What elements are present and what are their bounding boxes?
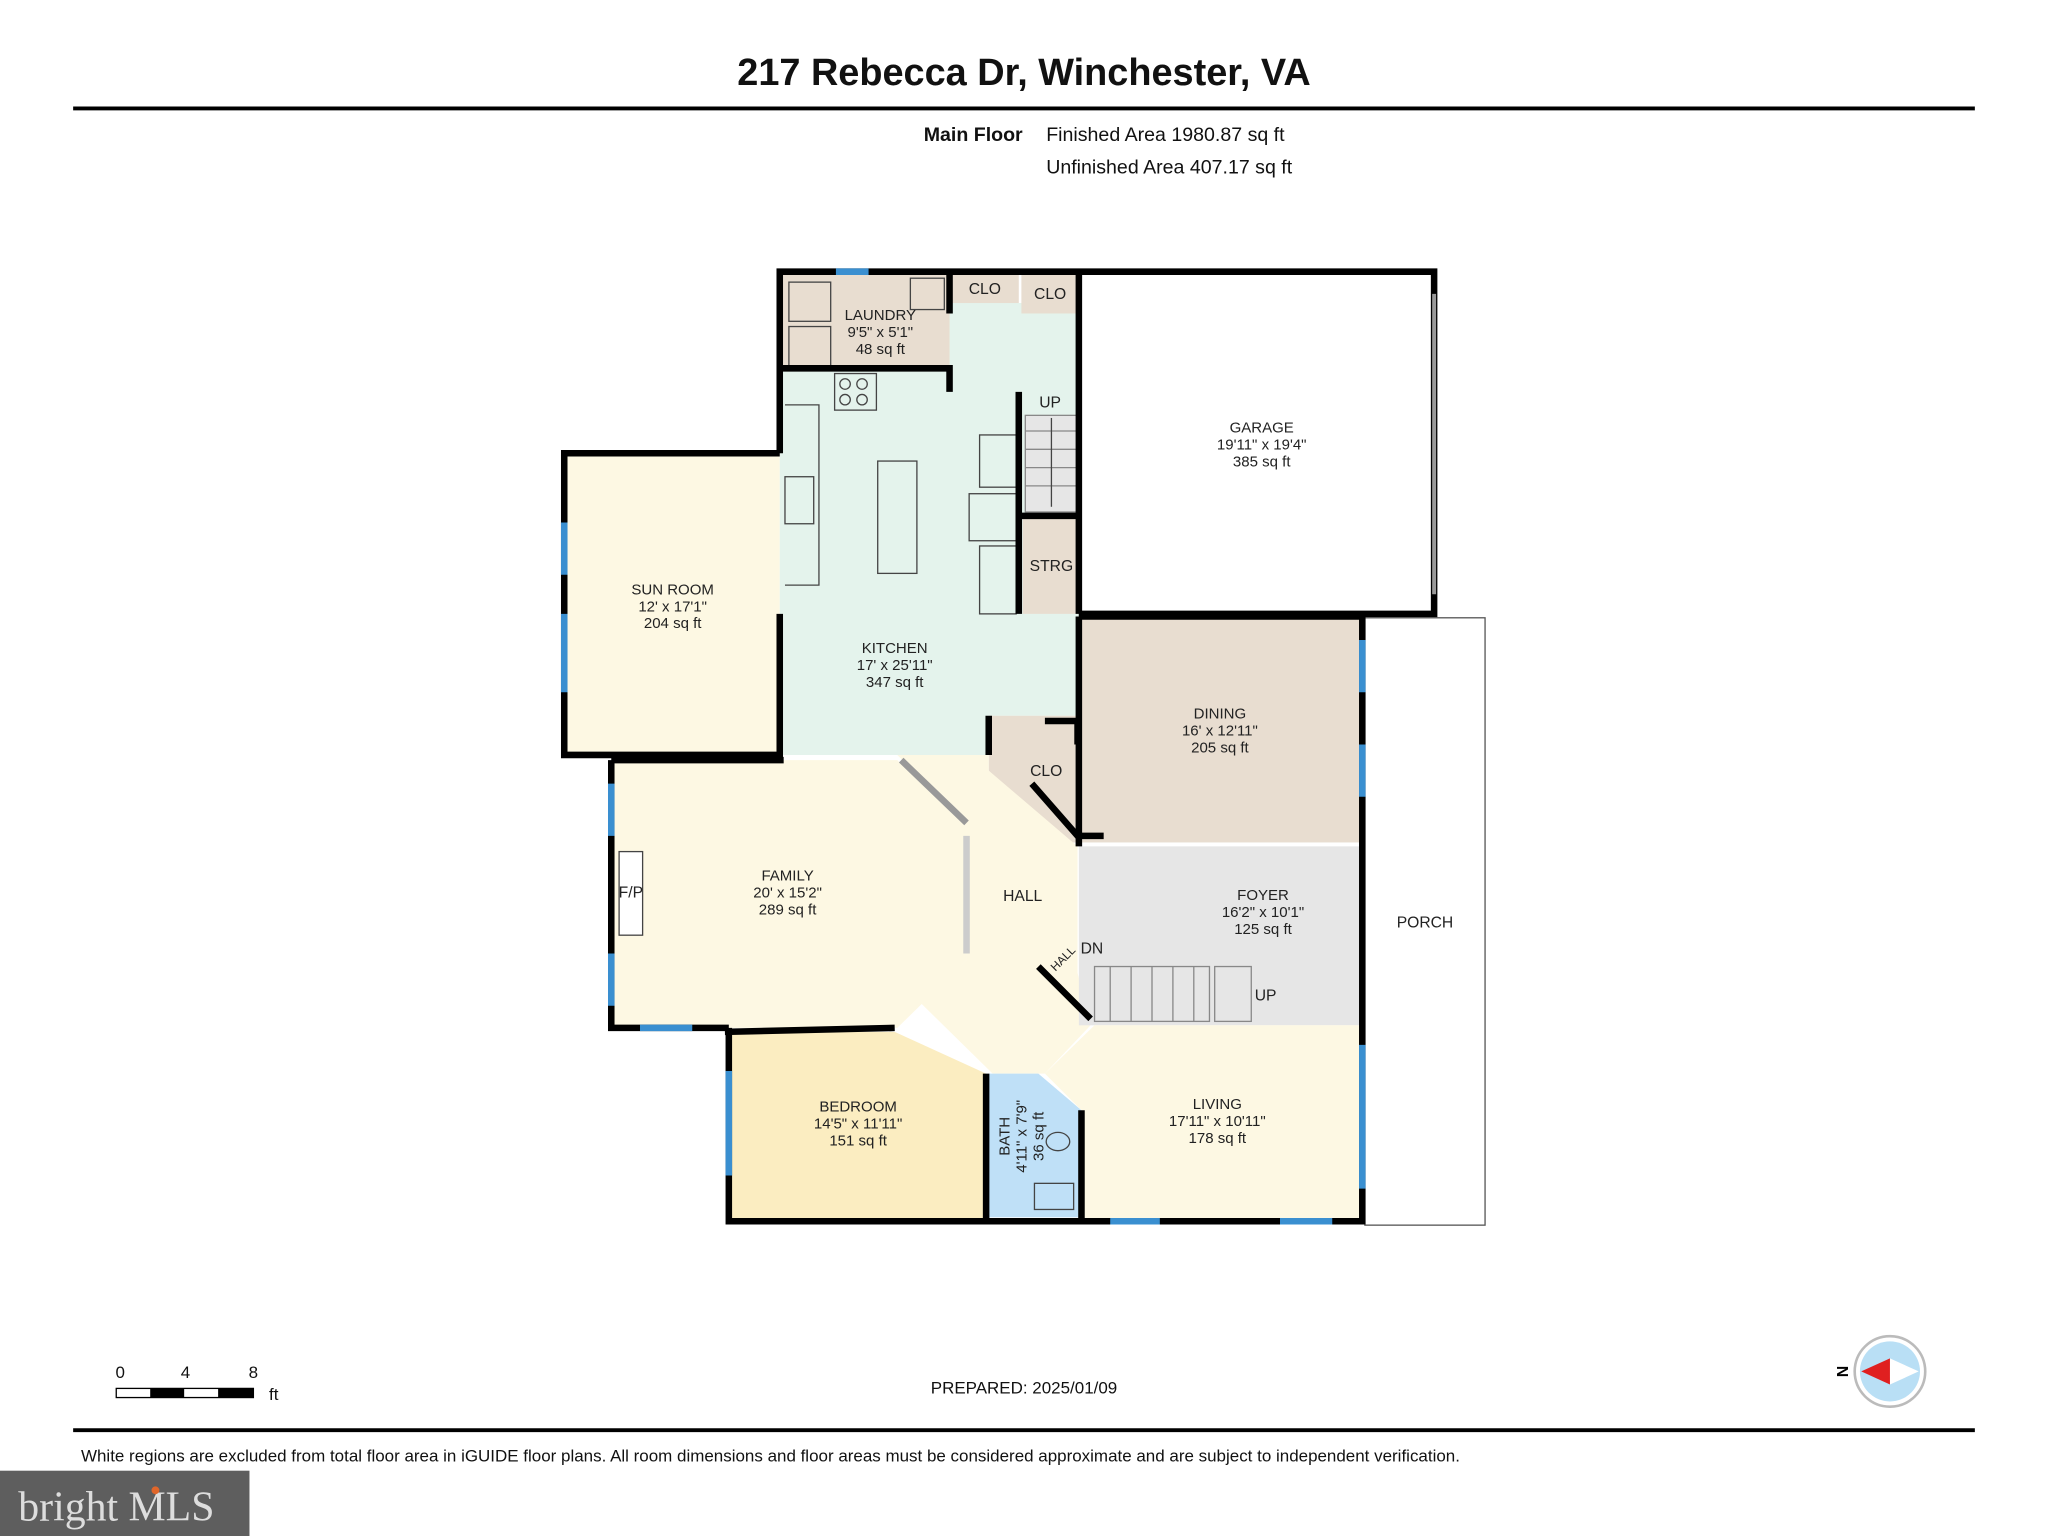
room-dining: DINING 16' x 12'11" 205 sq ft: [1182, 705, 1258, 756]
room-family: FAMILY 20' x 15'2" 289 sq ft: [753, 867, 822, 918]
stairs-up-label: UP: [1255, 987, 1277, 1004]
room-name: FAMILY: [761, 867, 813, 884]
room-area: 204 sq ft: [644, 615, 702, 632]
dining-area: [1078, 616, 1363, 843]
stairs-down-label: DN: [1081, 940, 1104, 957]
scale-tick: 8: [249, 1363, 258, 1382]
fireplace-label: F/P: [619, 884, 643, 901]
dryer-icon: [788, 281, 832, 322]
hall-area: [897, 754, 1091, 1074]
family-area: [611, 760, 967, 1028]
room-sun-room: SUN ROOM 12' x 17'1" 204 sq ft: [631, 581, 714, 632]
sun-room-area: [564, 453, 780, 755]
room-dims: 16' x 12'11": [1182, 722, 1258, 739]
garage-area: [1078, 271, 1435, 614]
room-dims: 12' x 17'1": [638, 598, 707, 615]
closet-area: [1021, 274, 1079, 314]
room-dims: 17'11" x 10'11": [1169, 1113, 1266, 1130]
fixtures: [618, 277, 1252, 1211]
room-dims: 19'11" x 19'4": [1217, 436, 1307, 453]
room-name: BATH: [997, 1117, 1014, 1156]
room-dims: 4'11" x 7'9": [1014, 1100, 1031, 1173]
kitchen-area: [779, 303, 1079, 755]
room-name: BEDROOM: [819, 1099, 897, 1116]
living-area: [1044, 1025, 1363, 1222]
scale-bar: 0 4 8 ft: [115, 1363, 278, 1404]
room-area: 289 sq ft: [759, 901, 817, 918]
room-area: 178 sq ft: [1189, 1130, 1247, 1147]
kitchen-island: [877, 460, 918, 575]
closet-label: CLO: [1030, 763, 1062, 780]
room-dims: 14'5" x 11'11": [814, 1115, 902, 1132]
room-name: DINING: [1194, 705, 1247, 722]
room-foyer: FOYER 16'2" x 10'1" 125 sq ft: [1222, 887, 1304, 938]
fireplace: [618, 850, 644, 936]
sink-icon: [909, 277, 945, 311]
room-name: KITCHEN: [862, 640, 928, 657]
room-laundry: LAUNDRY 9'5" x 5'1" 48 sq ft: [845, 307, 917, 358]
hall-label: HALL: [1003, 888, 1042, 905]
room-bedroom: BEDROOM 14'5" x 11'11" 151 sq ft: [814, 1099, 902, 1150]
room-area: 347 sq ft: [866, 674, 924, 691]
room-area: 385 sq ft: [1233, 453, 1291, 470]
finished-area: Finished Area 1980.87 sq ft: [1046, 124, 1285, 146]
stove-icon: [833, 372, 878, 411]
closet-label: CLO: [969, 281, 1001, 298]
room-living: LIVING 17'11" x 10'11" 178 sq ft: [1169, 1096, 1266, 1147]
room-area: 125 sq ft: [1234, 921, 1292, 938]
bedroom-area: [728, 1031, 987, 1222]
scale-tick: 0: [115, 1363, 124, 1382]
room-bath: BATH 4'11" x 7'9" 36 sq ft: [997, 1100, 1048, 1173]
room-name: LIVING: [1193, 1096, 1242, 1113]
walls: [560, 268, 1438, 1225]
compass-icon: N: [1835, 1334, 1927, 1408]
porch-label: PORCH: [1397, 914, 1454, 931]
counter: [784, 404, 820, 586]
scale-tick: 4: [181, 1363, 190, 1382]
room-name: FOYER: [1237, 887, 1289, 904]
room-name: GARAGE: [1230, 419, 1294, 436]
room-area: 48 sq ft: [856, 341, 906, 358]
toilet-icon: [1033, 1182, 1075, 1211]
page-title: 217 Rebecca Dr, Winchester, VA: [737, 52, 1310, 94]
room-dims: 9'5" x 5'1": [847, 324, 913, 341]
bath-area: [988, 1073, 1082, 1218]
prepared-date: PREPARED: 2025/01/09: [931, 1379, 1117, 1398]
unfinished-area: Unfinished Area 407.17 sq ft: [1046, 157, 1293, 179]
bright-mls-logo: bright MLS: [0, 1470, 250, 1536]
room-garage: GARAGE 19'11" x 19'4" 385 sq ft: [1217, 419, 1307, 470]
compass-north-label: N: [1835, 1366, 1852, 1377]
storage-label: STRG: [1030, 558, 1074, 575]
closet-label: CLO: [1034, 286, 1066, 303]
room-dims: 20' x 15'2": [753, 884, 822, 901]
room-dims: 17' x 25'11": [857, 657, 933, 674]
room-area: 36 sq ft: [1031, 1111, 1048, 1161]
bath-sink-icon: [1045, 1131, 1071, 1152]
disclaimer: White regions are excluded from total fl…: [81, 1447, 1460, 1466]
storage-area: [1022, 515, 1079, 614]
room-name: LAUNDRY: [845, 307, 917, 324]
room-dims: 16'2" x 10'1": [1222, 904, 1304, 921]
closet-area: [949, 274, 1019, 304]
room-kitchen: KITCHEN 17' x 25'11" 347 sq ft: [857, 640, 933, 691]
porch-area: [1364, 617, 1486, 1226]
room-area: 151 sq ft: [829, 1132, 887, 1149]
floor-label: Main Floor: [924, 124, 1023, 146]
stairs-up-label: UP: [1039, 395, 1061, 412]
room-area: 205 sq ft: [1191, 739, 1249, 756]
scale-unit: ft: [269, 1385, 279, 1404]
kitchen-sink-icon: [784, 476, 815, 525]
room-name: SUN ROOM: [631, 581, 714, 598]
logo-text: bright MLS: [18, 1484, 214, 1530]
